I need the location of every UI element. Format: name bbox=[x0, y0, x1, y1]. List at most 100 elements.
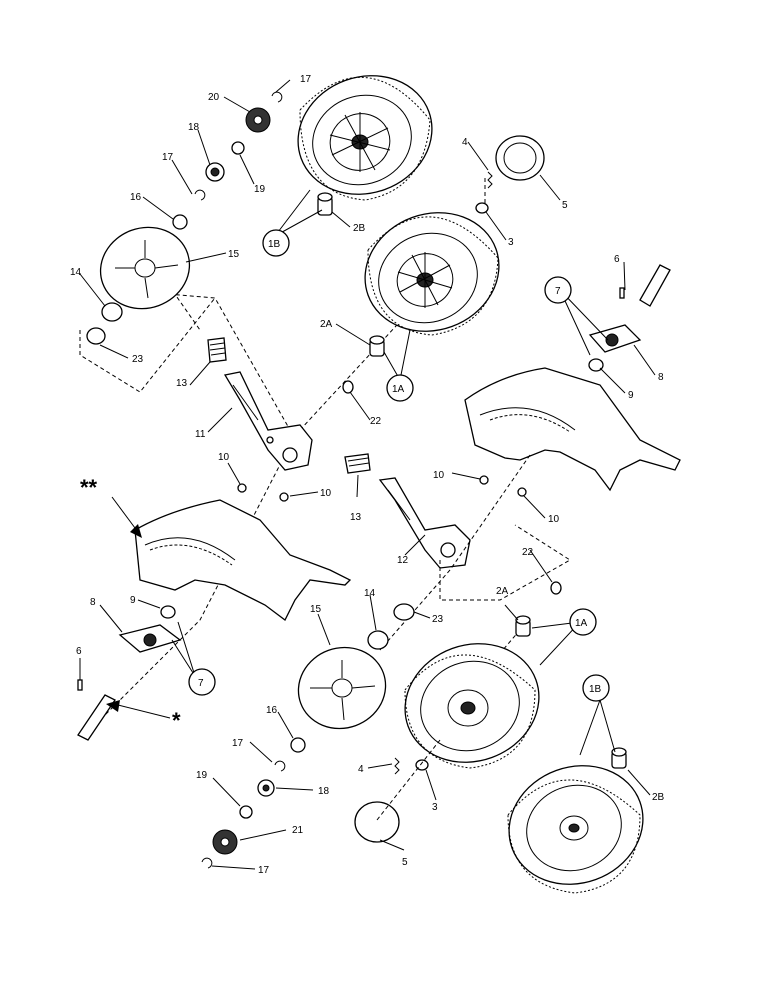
ring-22-mid bbox=[550, 581, 562, 595]
pulley-15-top bbox=[99, 226, 191, 310]
tire-1b-lower bbox=[507, 765, 644, 894]
callout-8: 8 bbox=[658, 372, 664, 383]
callout-23: 23 bbox=[132, 354, 144, 365]
axle-6-right bbox=[619, 264, 671, 307]
callout-14: 14 bbox=[364, 588, 376, 599]
callout-16: 16 bbox=[266, 705, 278, 716]
callout-13: 13 bbox=[176, 378, 188, 389]
tire-1b-top bbox=[297, 75, 433, 201]
bolt-10-b bbox=[279, 492, 289, 502]
bushing-2b-top bbox=[317, 192, 333, 216]
callout-7: 7 bbox=[198, 678, 204, 689]
callout-1a: 1A bbox=[392, 384, 405, 395]
washer-9-right bbox=[588, 358, 604, 372]
axle-line bbox=[379, 454, 531, 651]
clip-17-top bbox=[271, 91, 283, 103]
axle-line bbox=[376, 739, 441, 821]
bushing-2a-top bbox=[369, 335, 385, 357]
spring-4-lower bbox=[394, 757, 400, 775]
callout-1b: 1B bbox=[268, 239, 281, 250]
arrow-double-star bbox=[111, 496, 142, 538]
callout-17: 17 bbox=[300, 74, 312, 85]
callout-18: 18 bbox=[318, 786, 330, 797]
clip-17-lower bbox=[274, 760, 286, 772]
pulley-15-lower bbox=[297, 646, 387, 730]
bolt-10-a bbox=[237, 483, 247, 493]
callout-22: 22 bbox=[522, 547, 534, 558]
hubcap-5-top bbox=[495, 135, 545, 181]
callout-6: 6 bbox=[614, 254, 620, 265]
leader-lines bbox=[79, 79, 656, 870]
clip-17-bottom bbox=[201, 857, 213, 869]
washer-19-top bbox=[231, 141, 245, 155]
housing-right bbox=[464, 367, 681, 492]
callout-17: 17 bbox=[232, 738, 244, 749]
bracket-8-left bbox=[118, 624, 182, 653]
ring-23-top bbox=[86, 327, 106, 345]
callout-17: 17 bbox=[162, 152, 174, 163]
washer-3-lower bbox=[415, 759, 429, 771]
bearing-18-top bbox=[205, 162, 225, 182]
washer-9-left bbox=[160, 605, 176, 619]
callout-22: 22 bbox=[370, 416, 382, 427]
callout-12: 12 bbox=[397, 555, 409, 566]
lever-11 bbox=[223, 371, 313, 471]
callout-23: 23 bbox=[432, 614, 444, 625]
callout-4: 4 bbox=[358, 764, 364, 775]
pad-13-mid bbox=[344, 453, 371, 474]
callout-11: 11 bbox=[195, 429, 206, 440]
callout-16: 16 bbox=[130, 192, 142, 203]
callout-2b: 2B bbox=[353, 223, 366, 234]
arrow-single-star bbox=[106, 700, 171, 719]
ring-23-mid bbox=[393, 603, 415, 621]
lever-12 bbox=[378, 477, 471, 569]
washer-19-lower bbox=[239, 805, 253, 819]
bracket-8-right bbox=[588, 324, 642, 353]
ring-22-top bbox=[342, 380, 354, 394]
callout-1a: 1A bbox=[575, 618, 588, 629]
bolt-10-c bbox=[479, 475, 489, 485]
callout-9: 9 bbox=[628, 390, 634, 401]
callout-15: 15 bbox=[228, 249, 240, 260]
spring-4-top bbox=[487, 171, 493, 189]
ring-14-mid bbox=[367, 630, 389, 650]
housing-left bbox=[134, 499, 352, 621]
callout-18: 18 bbox=[188, 122, 200, 133]
bearing-18-lower bbox=[257, 779, 275, 797]
assembly-line bbox=[439, 524, 571, 601]
callout-5: 5 bbox=[402, 857, 408, 868]
callout-17: 17 bbox=[258, 865, 270, 876]
washer-16-lower bbox=[290, 737, 306, 753]
single-star-marker: * bbox=[172, 708, 181, 733]
callout-20: 20 bbox=[208, 92, 220, 103]
callout-3: 3 bbox=[432, 802, 438, 813]
callout-5: 5 bbox=[562, 200, 568, 211]
callout-circles bbox=[188, 229, 610, 702]
bolt-10-d bbox=[517, 487, 527, 497]
callout-2a: 2A bbox=[320, 319, 333, 330]
callout-13: 13 bbox=[350, 512, 362, 523]
bushing-2b-lower bbox=[611, 747, 627, 769]
callout-3: 3 bbox=[508, 237, 514, 248]
callout-4: 4 bbox=[462, 137, 468, 148]
callout-2b: 2B bbox=[652, 792, 665, 803]
callout-2a: 2A bbox=[496, 586, 509, 597]
hubcap-5-lower bbox=[354, 801, 400, 843]
pad-13-top bbox=[207, 337, 227, 363]
callout-8: 8 bbox=[90, 597, 96, 608]
assembly-line bbox=[79, 297, 216, 393]
ring-14-top bbox=[101, 302, 123, 322]
callout-14: 14 bbox=[70, 267, 82, 278]
callout-19: 19 bbox=[196, 770, 208, 781]
tire-1a-upper bbox=[364, 212, 500, 336]
washer-16-top bbox=[172, 214, 188, 230]
callout-10: 10 bbox=[320, 488, 332, 499]
callout-21: 21 bbox=[292, 825, 304, 836]
gear-20 bbox=[245, 107, 271, 133]
callout-15: 15 bbox=[310, 604, 322, 615]
callout-6: 6 bbox=[76, 646, 82, 657]
axle-line bbox=[99, 454, 286, 721]
callout-9: 9 bbox=[130, 595, 136, 606]
